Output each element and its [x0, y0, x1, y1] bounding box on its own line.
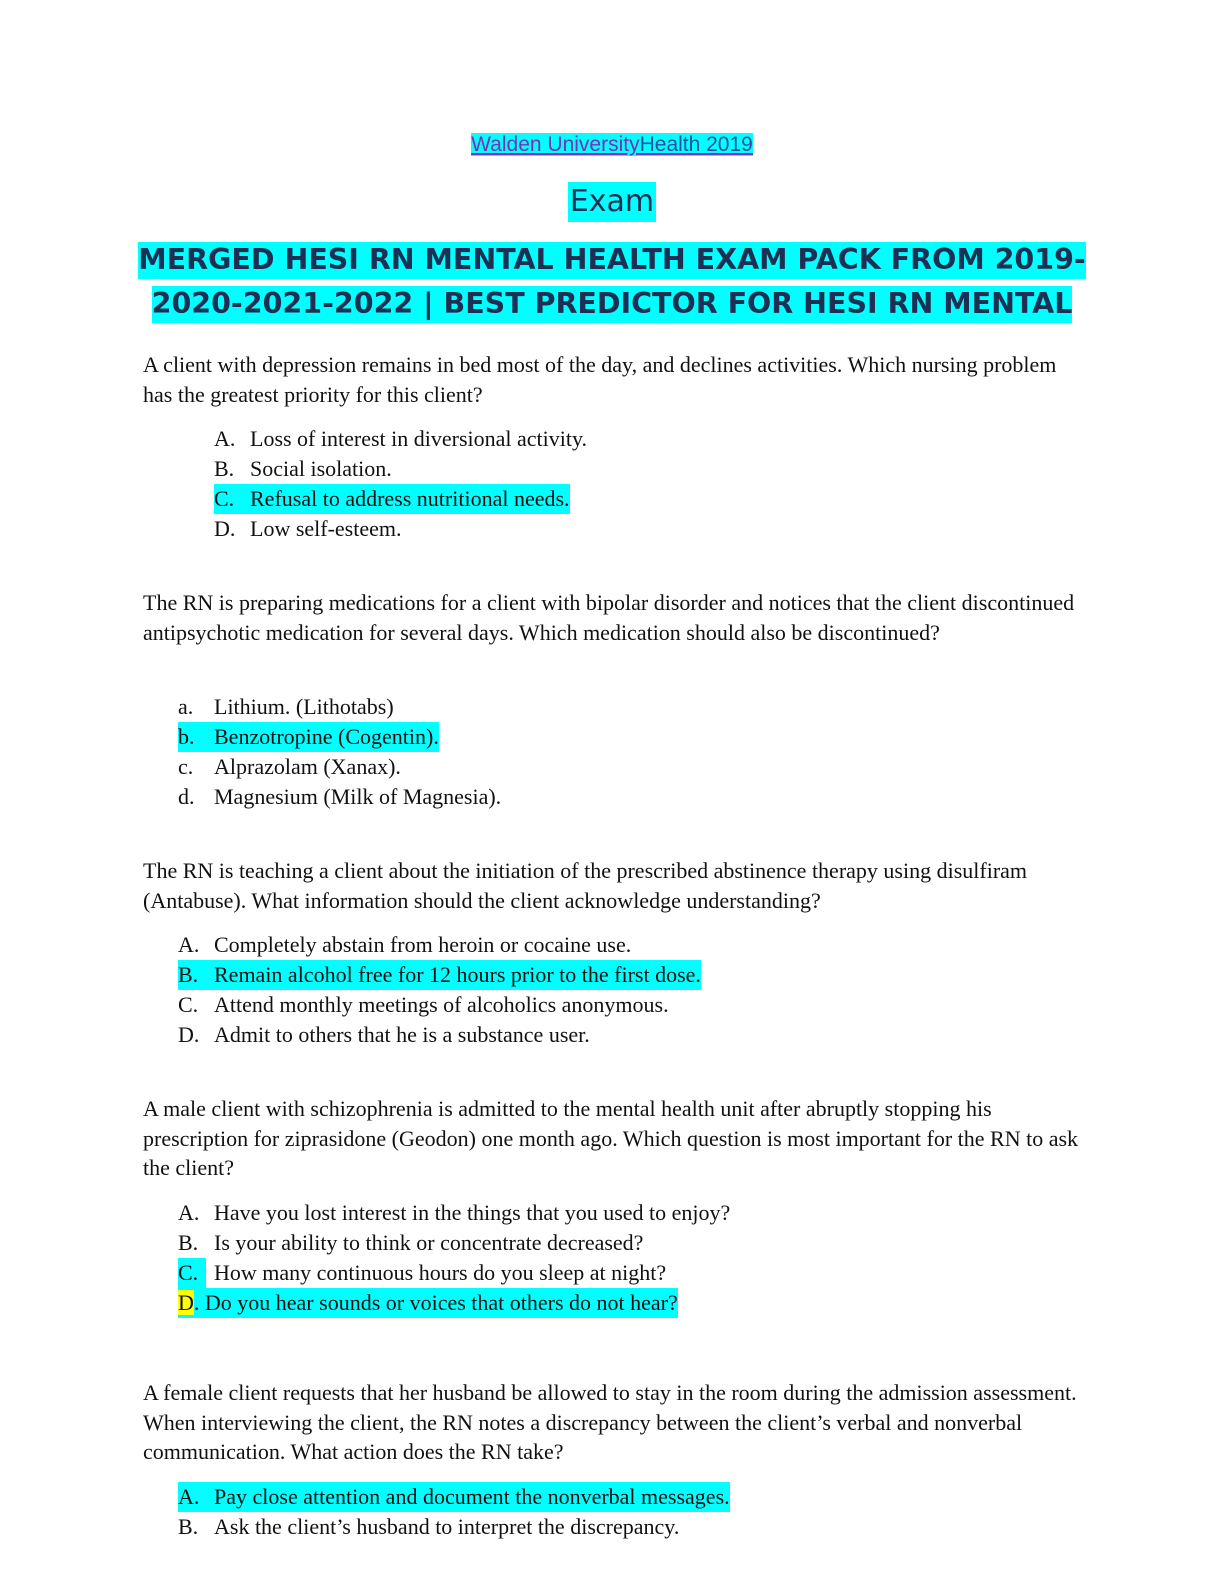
- question-4-option-d: D. Do you hear sounds or voices that oth…: [178, 1288, 678, 1318]
- header-link[interactable]: Walden UniversityHealth 2019: [471, 133, 753, 156]
- question-1-option-c: C.Refusal to address nutritional needs.: [214, 484, 570, 514]
- question-3-option-d: D.Admit to others that he is a substance…: [178, 1022, 590, 1047]
- document-title: MERGED HESI RN MENTAL HEALTH EXAM PACK F…: [0, 238, 1224, 326]
- question-4-text: A male client with schizophrenia is admi…: [143, 1096, 1079, 1180]
- question-2-option-a: a.Lithium. (Lithotabs): [178, 694, 394, 719]
- question-1-option-a: A.Loss of interest in diversional activi…: [214, 426, 588, 451]
- question-4-option-a: A.Have you lost interest in the things t…: [178, 1200, 731, 1225]
- question-5-text: A female client requests that her husban…: [143, 1380, 1077, 1464]
- question-5-option-a: A.Pay close attention and document the n…: [178, 1482, 730, 1512]
- subtitle: Exam: [0, 182, 1224, 222]
- question-1-option-d: D.Low self-esteem.: [214, 516, 402, 541]
- question-1-text: A client with depression remains in bed …: [143, 352, 1057, 407]
- question-3-option-c: C.Attend monthly meetings of alcoholics …: [178, 992, 669, 1017]
- question-2-option-b: b.Benzotropine (Cogentin).: [178, 722, 439, 752]
- question-5-option-b: B.Ask the client’s husband to interpret …: [178, 1514, 680, 1539]
- question-1-option-b: B.Social isolation.: [214, 456, 392, 481]
- question-4-option-c: C.How many continuous hours do you sleep…: [178, 1258, 666, 1288]
- question-4-option-b: B.Is your ability to think or concentrat…: [178, 1230, 644, 1255]
- header-link-line[interactable]: Walden UniversityHealth 2019: [0, 133, 1224, 157]
- question-3-text: The RN is teaching a client about the in…: [143, 858, 1028, 913]
- question-2-option-d: d.Magnesium (Milk of Magnesia).: [178, 784, 502, 809]
- question-3-option-a: A.Completely abstain from heroin or coca…: [178, 932, 632, 957]
- question-3-option-b: B.Remain alcohol free for 12 hours prior…: [178, 960, 701, 990]
- question-2-option-c: c.Alprazolam (Xanax).: [178, 754, 401, 779]
- question-2-text: The RN is preparing medications for a cl…: [143, 590, 1075, 645]
